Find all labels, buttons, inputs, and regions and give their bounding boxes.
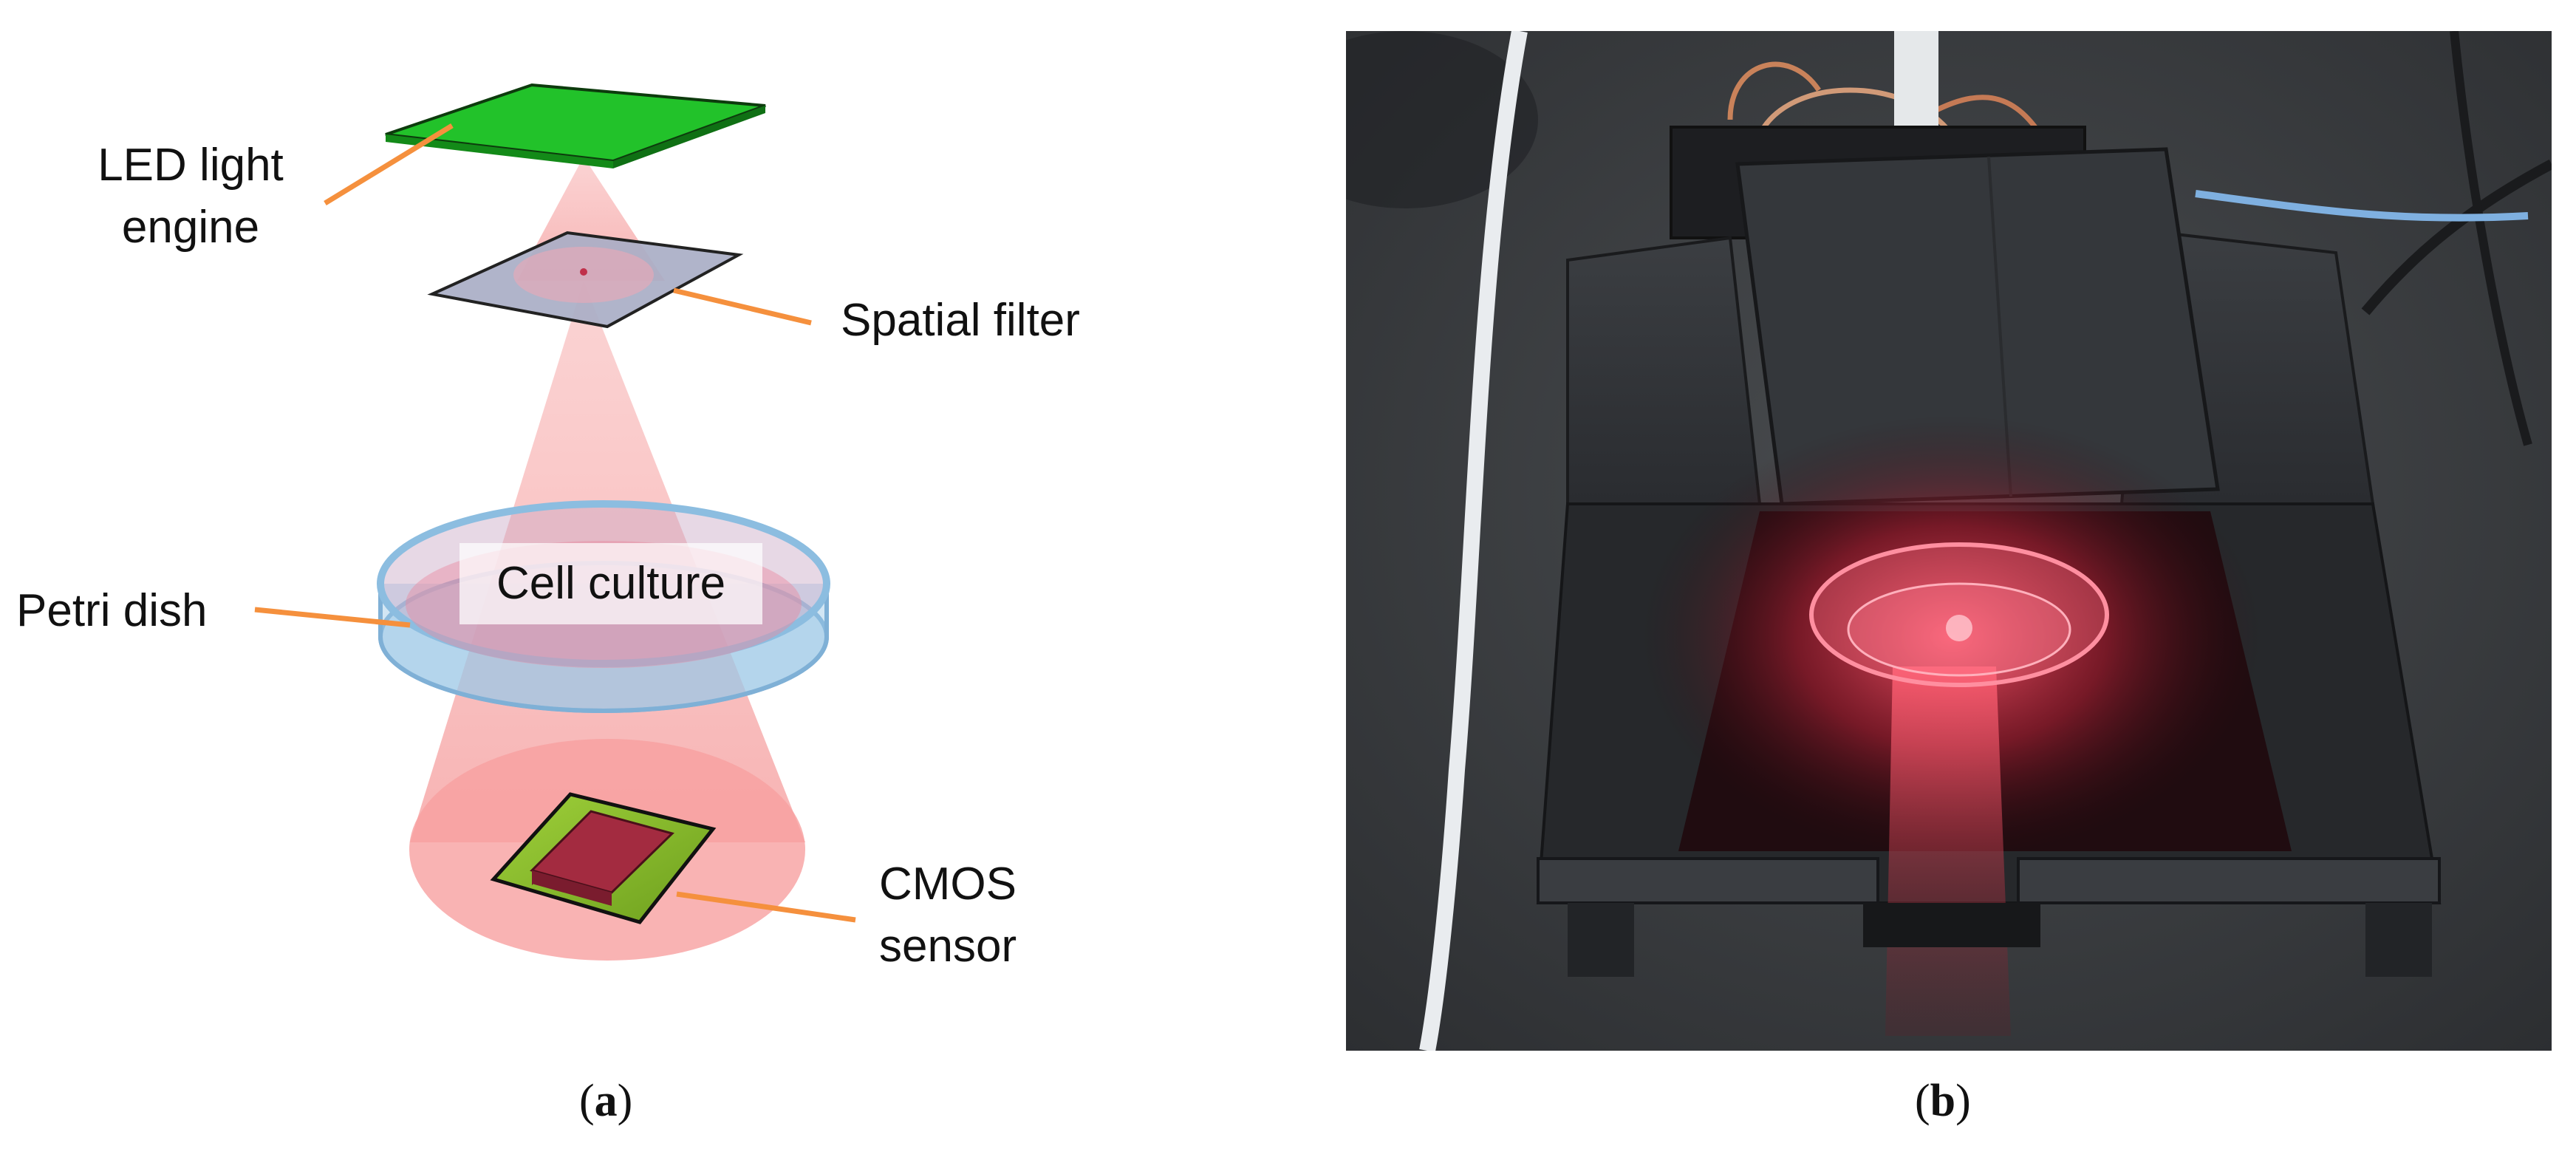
black-cable-1 bbox=[2361, 159, 2552, 316]
foot-left bbox=[1568, 903, 1634, 977]
sensor-leader-line bbox=[676, 891, 856, 923]
led-label-line1: LED light bbox=[98, 140, 284, 191]
cmos-label-line1: CMOS bbox=[879, 859, 1017, 910]
device-photo bbox=[1346, 31, 2552, 1051]
caption-b-letter: b bbox=[1930, 1076, 1956, 1126]
pinhole bbox=[580, 268, 587, 276]
white-cable bbox=[1419, 31, 1528, 1051]
petri-dish-label: Petri dish bbox=[16, 585, 208, 636]
front-slot bbox=[1863, 903, 2040, 947]
bench-shadow bbox=[1346, 31, 1538, 208]
cmos-sensor-label: CMOS sensor bbox=[879, 853, 1017, 977]
blue-wire bbox=[2195, 190, 2529, 222]
photo-dish-center bbox=[1946, 615, 1972, 641]
cell-culture-label: Cell culture bbox=[496, 558, 726, 610]
housing-left-wing bbox=[1566, 236, 1762, 505]
lower-shelf-left bbox=[1537, 857, 1879, 904]
led-plate-edge bbox=[386, 134, 613, 168]
caption-a-letter: a bbox=[594, 1076, 618, 1126]
caption-a: (a) bbox=[579, 1076, 633, 1126]
led-plate bbox=[385, 83, 766, 163]
sensor-chip-front bbox=[532, 870, 612, 906]
filter-leader-line bbox=[673, 287, 812, 326]
lower-shelf-right bbox=[2017, 857, 2441, 904]
cell-culture-label-box: Cell culture bbox=[459, 543, 762, 624]
foot-right bbox=[2365, 903, 2432, 977]
dish-leader-line bbox=[254, 607, 411, 628]
led-label-line2: engine bbox=[121, 201, 260, 253]
spatial-filter-label: Spatial filter bbox=[841, 295, 1080, 346]
housing-top-cover bbox=[1735, 147, 2220, 506]
led-leader-line bbox=[324, 123, 454, 205]
cmos-label-line2: sensor bbox=[879, 920, 1017, 972]
led-light-engine-label: LED light engine bbox=[72, 134, 309, 258]
copper-wire-1 bbox=[1727, 61, 1821, 120]
light-beam bbox=[1885, 666, 2011, 1036]
black-cable-2 bbox=[2450, 31, 2532, 446]
led-plate-edge-right bbox=[613, 106, 765, 168]
caption-b: (b) bbox=[1915, 1076, 1971, 1126]
